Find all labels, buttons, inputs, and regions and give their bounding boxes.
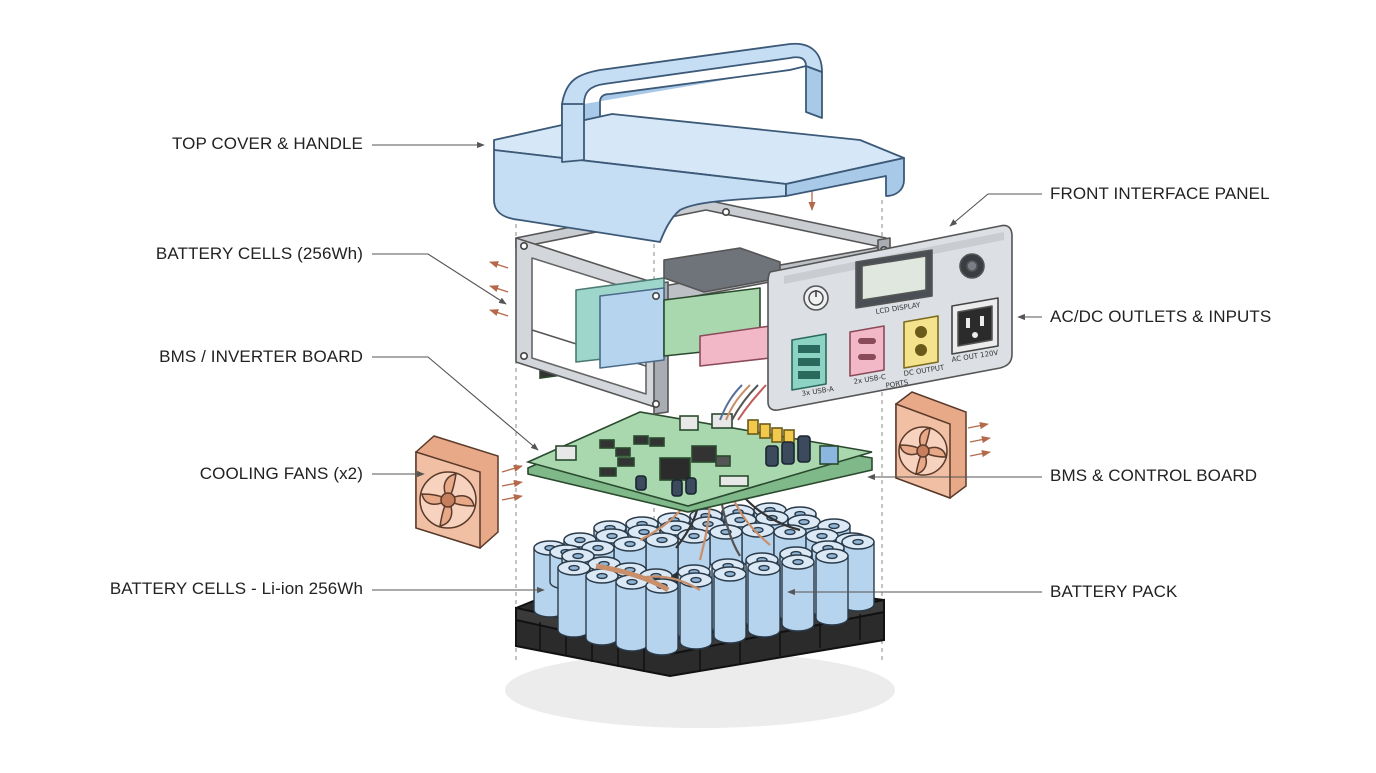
battery-cell (679, 579, 713, 650)
battery-cells (533, 502, 875, 656)
airflow-arrows-left (501, 464, 523, 502)
battery-cell-terminal (852, 538, 864, 546)
cooling-fan-right (895, 391, 967, 500)
battery-cell (645, 585, 679, 656)
battery-cell-terminal (690, 576, 702, 584)
battery-cell-terminal (656, 536, 668, 544)
battery-cell-terminal (568, 564, 580, 572)
cooling-fan-left (415, 435, 499, 550)
label-bms-inverter-board: BMS / INVERTER BOARD (159, 347, 363, 366)
battery-cell-terminal (828, 522, 840, 530)
battery-cell (585, 575, 619, 646)
battery-cell (557, 567, 591, 638)
bms-inverter-board (525, 356, 873, 513)
battery-cell-terminal (596, 572, 608, 580)
battery-cell-terminal (638, 528, 650, 536)
battery-cell-terminal (826, 552, 838, 560)
battery-cell-terminal (592, 544, 604, 552)
battery-cell-terminal (624, 540, 636, 548)
label-top-cover: TOP COVER & HANDLE (171, 134, 363, 153)
battery-cell-terminal (798, 518, 810, 526)
battery-cell-terminal (816, 532, 828, 540)
battery-cell (781, 561, 815, 632)
label-battery-cells-top: BATTERY CELLS (256Wh) (155, 244, 363, 263)
leader-lines (372, 141, 1042, 596)
battery-cell (713, 573, 747, 644)
airflow-arrows-frame (489, 261, 509, 317)
airflow-arrows-right (967, 422, 991, 458)
battery-cell (747, 567, 781, 638)
label-ac-dc-outlets: AC/DC OUTLETS & INPUTS (1050, 307, 1272, 326)
battery-cell-terminal (670, 524, 682, 532)
battery-cell-terminal (572, 552, 584, 560)
battery-cell-terminal (606, 532, 618, 540)
top-cover-and-handle (493, 42, 905, 243)
label-battery-pack: BATTERY PACK (1050, 582, 1178, 601)
label-front-interface-panel: FRONT INTERFACE PANEL (1050, 184, 1270, 203)
battery-cell-terminal (792, 558, 804, 566)
wire-bundle-upper (719, 384, 767, 421)
floor-shadow (505, 652, 895, 728)
battery-cell-terminal (688, 532, 700, 540)
label-cooling-fans: COOLING FANS (x2) (199, 464, 363, 483)
front-interface-panel (767, 224, 1013, 411)
battery-cell-terminal (574, 536, 586, 544)
battery-cell-terminal (784, 528, 796, 536)
battery-cell-terminal (758, 564, 770, 572)
ports-label: PORTS (885, 378, 909, 390)
battery-cell (615, 581, 649, 652)
label-battery-cells-bottom: BATTERY CELLS - Li-ion 256Wh (109, 579, 363, 598)
battery-cell (815, 555, 849, 626)
label-bms-control-board: BMS & CONTROL BOARD (1050, 466, 1258, 485)
battery-cell-terminal (724, 570, 736, 578)
battery-cell-terminal (626, 578, 638, 586)
